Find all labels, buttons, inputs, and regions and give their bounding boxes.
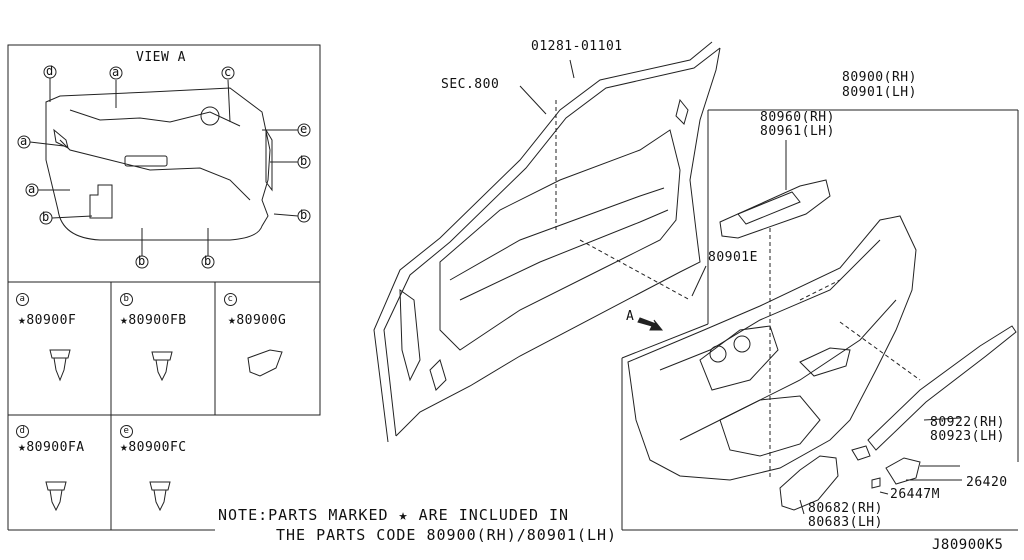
callout-screw: 80901E	[708, 250, 758, 265]
lamp-drawing	[885, 457, 921, 485]
callout-handle-lh: 80683(LH)	[808, 515, 883, 530]
callout-bulb: 26447M	[890, 487, 940, 502]
view-a-marker-e: e	[300, 122, 308, 136]
callout-switch-lh: 80961(LH)	[760, 124, 835, 139]
callout-garnish-rh: 80922(RH)	[930, 415, 1005, 430]
callout-handle-rh: 80682(RH)	[808, 501, 883, 516]
door-trim-drawing	[627, 215, 917, 481]
clip-a-icon	[49, 349, 71, 382]
legend-a-part: ★80900F	[18, 313, 77, 328]
callout-lamp: 26420	[966, 475, 1008, 490]
callout-trim-rh: 80900(RH)	[842, 70, 917, 85]
window-switch-drawing	[719, 179, 831, 239]
view-a-marker-b-right-1: b	[300, 154, 308, 168]
legend-a-letter: a	[16, 291, 29, 306]
door-frame-drawing	[373, 41, 721, 443]
view-a-marker-d: d	[46, 64, 54, 78]
note-line-1: NOTE:PARTS MARKED ★ ARE INCLUDED IN	[218, 506, 570, 524]
note-line-2: THE PARTS CODE 80900(RH)/80901(LH)	[276, 526, 618, 544]
clip-b-icon	[151, 351, 173, 382]
view-a-marker-b-left: b	[42, 210, 50, 224]
callout-trim-lh: 80901(LH)	[842, 85, 917, 100]
clip-d-icon	[45, 481, 67, 512]
view-a-frame	[7, 44, 321, 283]
clip-e-icon	[149, 481, 171, 512]
legend-b-part: ★80900FB	[120, 313, 187, 328]
view-a-marker-c: c	[224, 65, 232, 79]
callout-view-arrow: A	[626, 309, 635, 324]
clip-c-icon	[247, 349, 283, 377]
pull-handle-drawing	[779, 455, 839, 511]
callout-switch-rh: 80960(RH)	[760, 110, 835, 125]
view-a-marker-b-right-2: b	[300, 208, 308, 222]
view-a-title: VIEW A	[136, 50, 186, 65]
view-a-marker-a-mid: a	[28, 182, 36, 196]
legend-d-part: ★80900FA	[18, 440, 85, 455]
view-a-marker-a-left: a	[20, 134, 28, 148]
view-a-marker-b-bottom-2: b	[204, 254, 212, 268]
view-a-trim-outline	[45, 87, 271, 241]
callout-clip-top: 01281-01101	[531, 39, 623, 54]
legend-c-letter: c	[224, 291, 237, 306]
legend-e-part: ★80900FC	[120, 440, 187, 455]
legend-c-part: ★80900G	[228, 313, 287, 328]
view-a-marker-b-bottom-1: b	[138, 254, 146, 268]
view-a-arrow	[637, 317, 664, 331]
legend-d-letter: d	[16, 423, 29, 438]
legend-frame	[7, 281, 321, 416]
legend-e-letter: e	[120, 423, 133, 438]
callout-sec: SEC.800	[441, 77, 500, 92]
callout-garnish-lh: 80923(LH)	[930, 429, 1005, 444]
legend-b-letter: b	[120, 291, 133, 306]
diagram-code: J80900K5	[932, 537, 1004, 553]
view-a-marker-a-top: a	[112, 65, 120, 79]
garnish-drawing	[867, 325, 1017, 451]
